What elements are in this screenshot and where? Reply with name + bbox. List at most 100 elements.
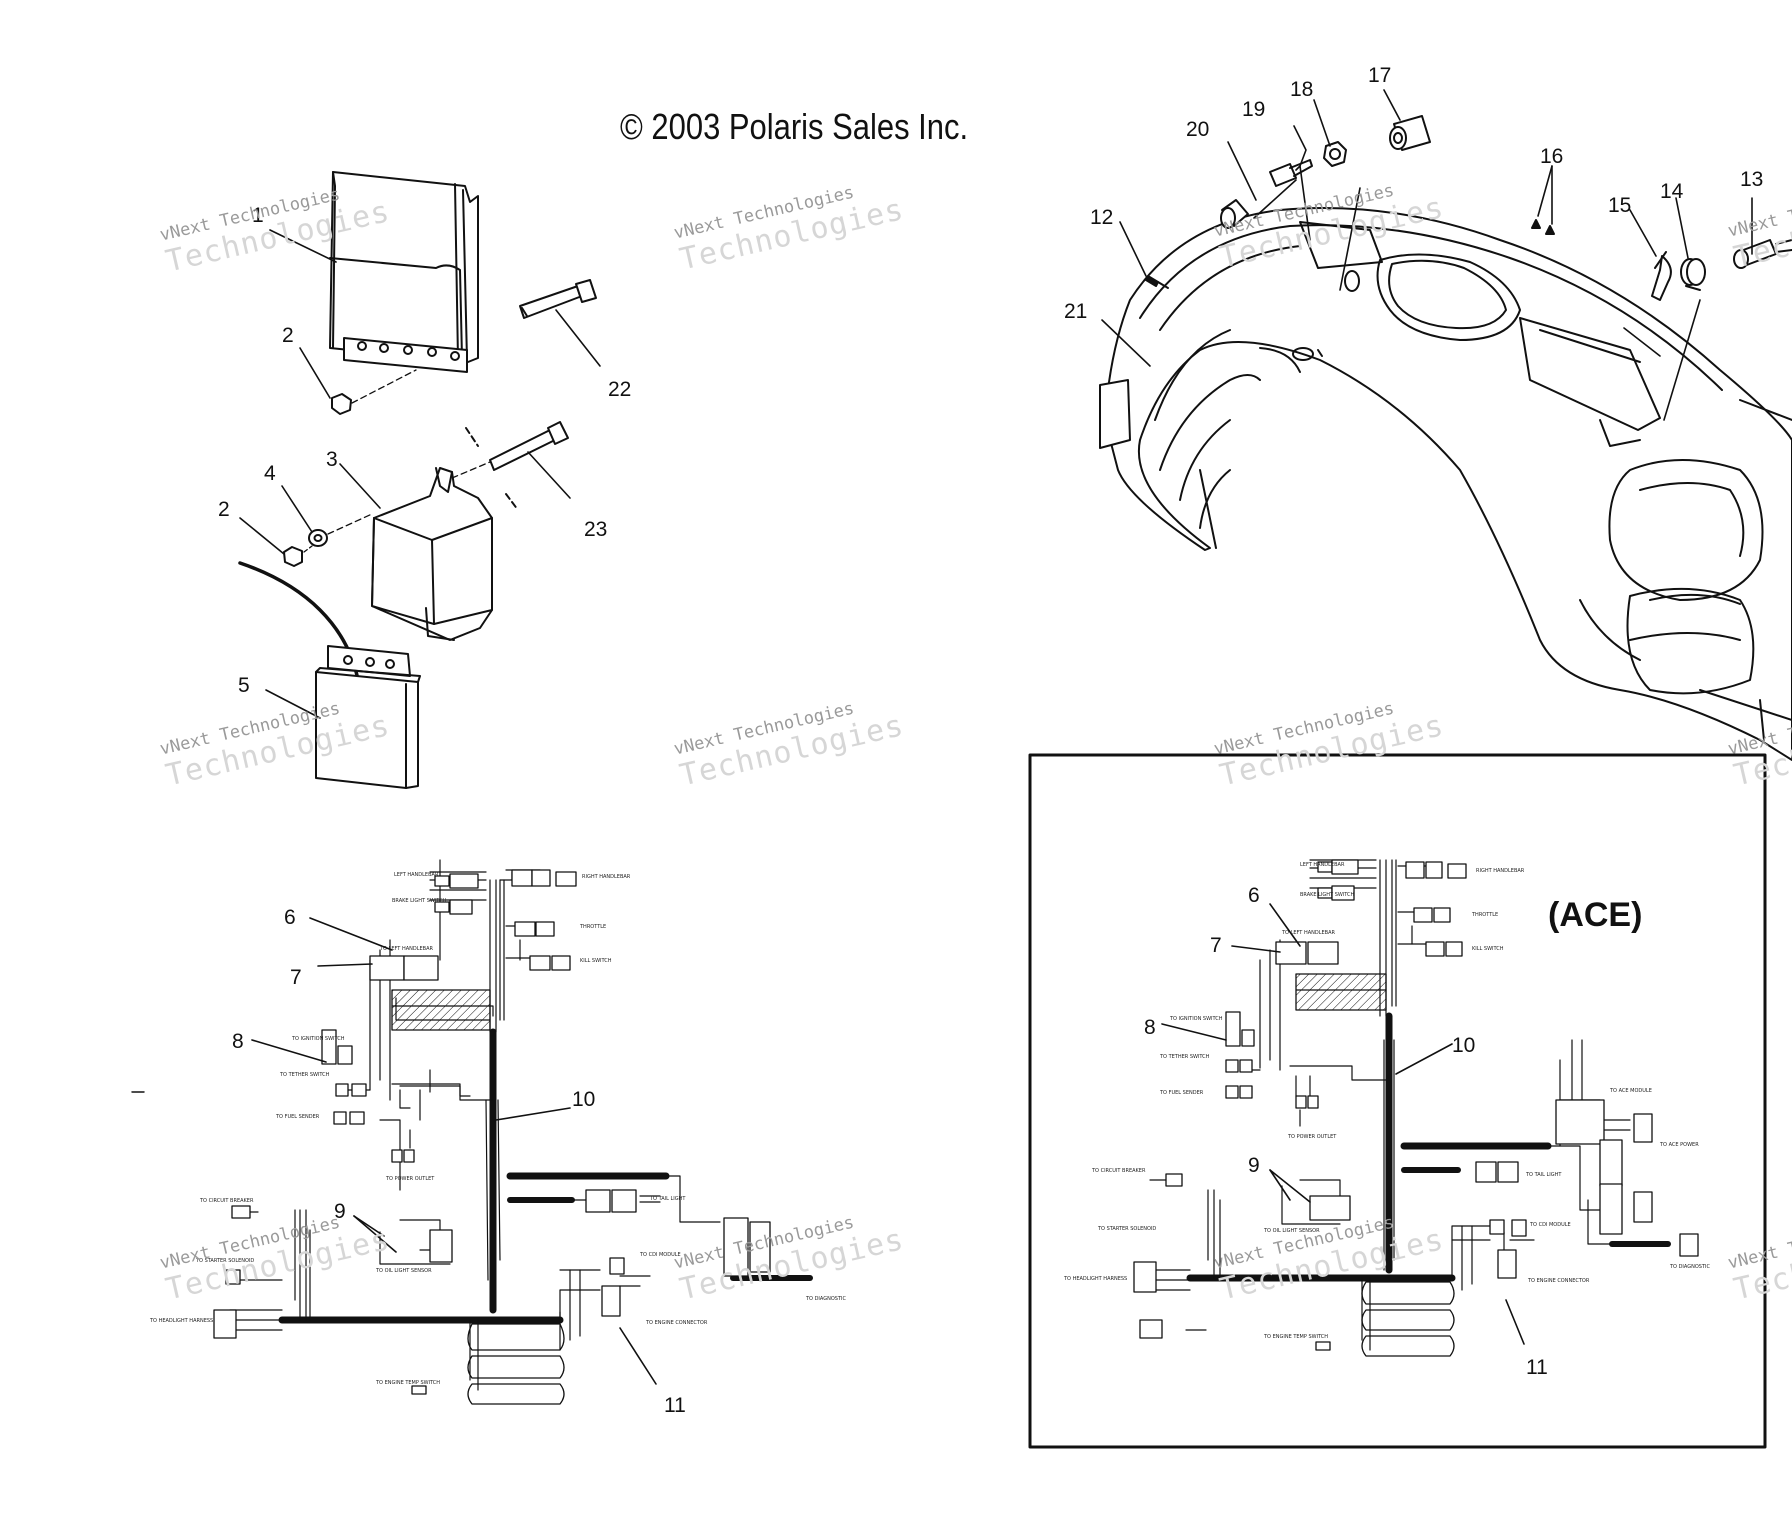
- ace-label-to-engine-connector: TO ENGINE CONNECTOR: [1527, 1278, 1590, 1284]
- callout-9: 9: [334, 1200, 346, 1223]
- ace-label-to-starter-solenoid: TO STARTER SOLENOID: [1097, 1226, 1156, 1232]
- ace-label-throttle: THROTTLE: [1471, 912, 1498, 918]
- label-to-power-outlet: TO POWER OUTLET: [385, 1176, 435, 1182]
- ace-label-to-ignition-switch: TO IGNITION SWITCH: [1169, 1016, 1223, 1022]
- part-15-lever: [1651, 251, 1672, 301]
- callout-7: 7: [290, 966, 302, 989]
- wiring-labels-ace: LEFT HANDLEBAR RIGHT HANDLEBAR BRAKE LIG…: [1063, 862, 1710, 1340]
- harness-bundle-loops: [467, 1323, 565, 1405]
- copyright-notice: © 2003 Polaris Sales Inc.: [620, 106, 969, 147]
- part-2-nut-upper: [331, 369, 417, 415]
- label-left-handlebar: LEFT HANDLEBAR: [394, 872, 439, 878]
- callout-13: 13: [1740, 168, 1763, 191]
- part-12-screw: [1145, 275, 1169, 289]
- callout-4: 4: [264, 462, 276, 485]
- callout-2-lower: 2: [218, 498, 230, 521]
- part-20-bulb: [1220, 199, 1249, 229]
- wiring-harness-ace: [1149, 859, 1671, 1351]
- label-to-engine-connector: TO ENGINE CONNECTOR: [645, 1320, 708, 1326]
- label-brake-light-switch: BRAKE LIGHT SWITCH: [392, 898, 447, 904]
- label-to-headlight-harness: TO HEADLIGHT HARNESS: [149, 1318, 213, 1324]
- part-19-key: [1269, 159, 1313, 187]
- callout-16: 16: [1540, 145, 1563, 168]
- ace-label-right-handlebar: RIGHT HANDLEBAR: [1476, 868, 1525, 874]
- ace-callout-9: 9: [1248, 1154, 1260, 1177]
- ace-callout-10: 10: [1452, 1034, 1475, 1057]
- ace-label-to-circuit-breaker: TO CIRCUIT BREAKER: [1091, 1168, 1146, 1174]
- ace-callout-11: 11: [1526, 1356, 1548, 1379]
- callout-15: 15: [1608, 194, 1631, 217]
- callout-23: 23: [584, 518, 607, 541]
- label-to-cdi-module: TO CDI MODULE: [639, 1252, 681, 1258]
- part-14-knob: [1680, 258, 1706, 291]
- callout-20: 20: [1186, 118, 1209, 141]
- callout-6: 6: [284, 906, 296, 929]
- part-4-washer: [308, 529, 328, 547]
- callout-17: 17: [1368, 64, 1391, 87]
- ace-label-to-tether-switch: TO TETHER SWITCH: [1159, 1054, 1210, 1060]
- ace-label-brake-light-switch: BRAKE LIGHT SWITCH: [1300, 892, 1355, 898]
- part-17-bushing: [1389, 115, 1431, 151]
- ace-label-to-tail-light: TO TAIL LIGHT: [1525, 1172, 1562, 1178]
- ace-label-left-handlebar: LEFT HANDLEBAR: [1300, 862, 1345, 868]
- callout-18: 18: [1290, 78, 1313, 101]
- label-right-handlebar: RIGHT HANDLEBAR: [582, 874, 631, 880]
- callout-22: 22: [608, 378, 631, 401]
- callout-10: 10: [572, 1088, 595, 1111]
- ace-inset-label: (ACE): [1548, 896, 1643, 934]
- part-2-nut-lower: [283, 513, 373, 567]
- part-18-nut: [1323, 141, 1347, 167]
- part-16-clips: [1531, 219, 1555, 235]
- part-21-dash-panel: [1099, 207, 1792, 761]
- harness-bundle-loops-ace: [1361, 1281, 1455, 1357]
- ace-callout-8: 8: [1144, 1016, 1156, 1039]
- ace-label-to-power-outlet: TO POWER OUTLET: [1287, 1134, 1337, 1140]
- callout-3: 3: [326, 448, 338, 471]
- label-to-oil-light-sensor: TO OIL LIGHT SENSOR: [375, 1268, 432, 1274]
- leader-lines-lower: [251, 903, 1525, 1385]
- label-to-fuel-sender: TO FUEL SENDER: [275, 1114, 320, 1120]
- ace-label-to-left-handlebar: TO LEFT HANDLEBAR: [1281, 930, 1336, 936]
- ace-label-to-engine-temp-switch: TO ENGINE TEMP SWITCH: [1263, 1334, 1328, 1340]
- part-3-regulator: [371, 467, 493, 641]
- callout-1: 1: [252, 204, 264, 227]
- ace-label-to-ace-power: TO ACE POWER: [1659, 1142, 1699, 1148]
- connectors-ace: [1133, 859, 1699, 1351]
- label-to-circuit-breaker: TO CIRCUIT BREAKER: [199, 1198, 254, 1204]
- part-5-module: [238, 561, 421, 789]
- ace-label-kill-switch: KILL SWITCH: [1472, 946, 1504, 952]
- part-1-module: [329, 171, 479, 373]
- callout-5: 5: [238, 674, 250, 697]
- callout-14: 14: [1660, 180, 1684, 203]
- leader-lines-top: [239, 89, 1753, 719]
- ace-callout-7: 7: [1210, 934, 1222, 957]
- label-to-diagnostic: TO DIAGNOSTIC: [805, 1296, 846, 1302]
- callout-2-upper: 2: [282, 324, 294, 347]
- ace-label-to-oil-light-sensor: TO OIL LIGHT SENSOR: [1263, 1228, 1320, 1234]
- callout-numbers: 1 2 2 4 3 5 22 23 21 12 20 19 18 17 16 1…: [218, 64, 1763, 1417]
- connectors-left: [213, 869, 771, 1395]
- part-23-bolt: [451, 421, 569, 511]
- label-kill-switch: KILL SWITCH: [580, 958, 612, 964]
- label-to-tether-switch: TO TETHER SWITCH: [279, 1072, 330, 1078]
- ace-label-to-fuel-sender: TO FUEL SENDER: [1159, 1090, 1204, 1096]
- callout-11: 11: [664, 1394, 686, 1417]
- callout-19: 19: [1242, 98, 1265, 121]
- ace-label-to-cdi-module: TO CDI MODULE: [1529, 1222, 1571, 1228]
- ace-label-to-diagnostic: TO DIAGNOSTIC: [1669, 1264, 1710, 1270]
- part-13-lock-cylinder: [1733, 239, 1792, 269]
- label-throttle: THROTTLE: [579, 924, 606, 930]
- callout-8: 8: [232, 1030, 244, 1053]
- label-to-left-handlebar: TO LEFT HANDLEBAR: [379, 946, 434, 952]
- ace-inset-frame: [1028, 753, 1767, 1449]
- callout-21: 21: [1064, 300, 1087, 323]
- label-to-ignition-switch: TO IGNITION SWITCH: [291, 1036, 345, 1042]
- part-22-bolt: [519, 279, 597, 319]
- ace-callout-6: 6: [1248, 884, 1260, 907]
- ace-label-to-ace-module: TO ACE MODULE: [1609, 1088, 1652, 1094]
- wiring-labels-left: LEFT HANDLEBAR RIGHT HANDLEBAR BRAKE LIG…: [149, 872, 846, 1386]
- label-to-starter-solenoid: TO STARTER SOLENOID: [195, 1258, 254, 1264]
- ace-label-to-headlight-harness: TO HEADLIGHT HARNESS: [1063, 1276, 1127, 1282]
